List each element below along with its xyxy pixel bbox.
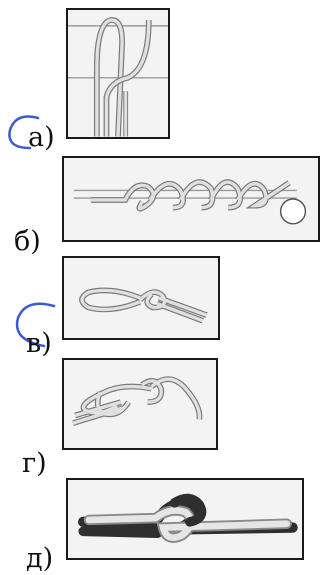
knot-with-two-strands-hanging-icon [68, 10, 168, 137]
option-d-label: д) [26, 545, 53, 572]
square-knot-two-ropes-icon [68, 480, 302, 558]
option-a-label: а) [28, 124, 55, 151]
option-d-image-frame [66, 478, 304, 560]
rope-coiled-around-bar-knot-icon [64, 158, 318, 240]
option-a-image-frame [66, 8, 170, 139]
option-g-image-frame [62, 358, 218, 450]
option-v-image-frame [62, 256, 220, 340]
option-g-label: г) [22, 450, 47, 477]
loop-knot-icon [64, 258, 218, 338]
large-loop-knot-icon [64, 360, 216, 448]
option-b-label: б) [14, 228, 41, 255]
option-b-image-frame [62, 156, 320, 242]
option-v-label: в) [26, 330, 52, 357]
